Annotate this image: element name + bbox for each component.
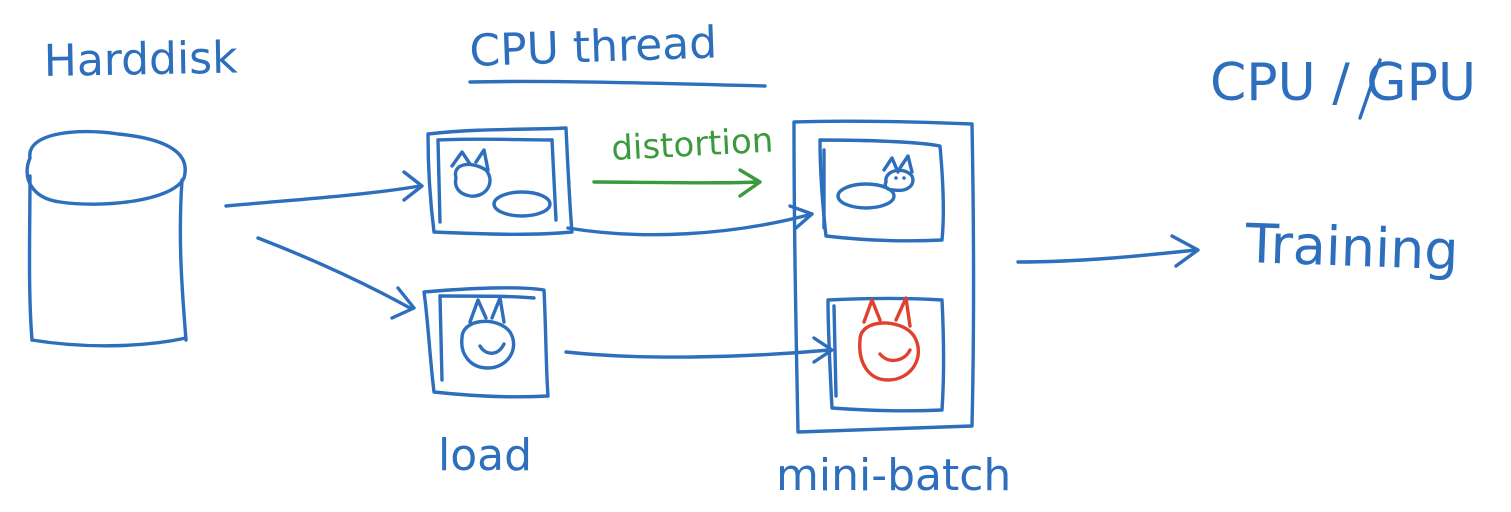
arrow-disk-to-cat1 <box>224 184 422 208</box>
arrow-cat2-to-batch <box>564 348 832 359</box>
harddisk-cylinder-icon <box>25 129 188 348</box>
red-cat-face-icon <box>858 321 921 382</box>
arrowhead-batch-to-training <box>1170 234 1200 268</box>
cpu-thread-label: CPU thread <box>469 17 718 77</box>
arrow-batch-to-training <box>1016 248 1198 264</box>
training-label: Training <box>1244 212 1460 282</box>
loaded-image-1 <box>426 126 574 237</box>
load-label: load <box>438 430 532 481</box>
loaded-image-2 <box>422 286 550 399</box>
cpu-thread-underline <box>468 79 767 88</box>
harddisk-label: Harddisk <box>43 33 238 87</box>
mini-batch-label: mini-batch <box>776 450 1011 501</box>
mini-batch-container <box>792 119 976 434</box>
distortion-label: distortion <box>610 121 774 169</box>
arrowhead-cat1-to-batch <box>788 204 814 230</box>
cpu-gpu-label: CPU / GPU <box>1210 53 1476 113</box>
mini-batch-image-2 <box>826 296 946 413</box>
distortion-arrow <box>592 180 760 185</box>
mini-batch-image-1 <box>818 138 946 243</box>
cpu-gpu-slash <box>1358 58 1382 120</box>
arrowhead-disk-to-cat1 <box>402 170 424 202</box>
arrowhead-disk-to-cat2 <box>390 286 416 320</box>
distortion-arrowhead <box>738 168 762 198</box>
arrow-cat1-to-batch <box>566 212 814 237</box>
arrow-disk-to-cat2 <box>256 236 412 310</box>
arrowhead-cat2-to-batch <box>812 336 834 364</box>
